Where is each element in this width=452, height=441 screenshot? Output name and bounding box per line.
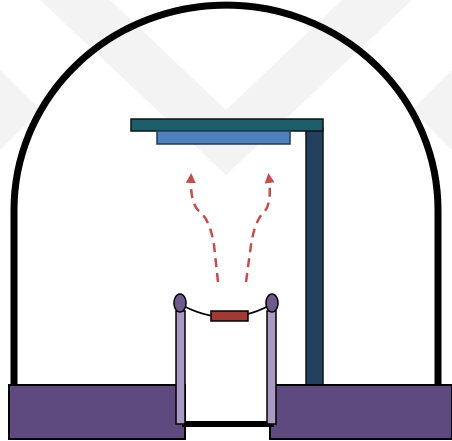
right-electrode-cap: [265, 293, 279, 313]
vacuum-chamber-dome: [10, 1, 442, 390]
substrate: [156, 130, 291, 145]
dashed-arrow-icon: [185, 173, 220, 283]
base-plate-left: [8, 384, 186, 440]
chevron-watermark-icon: [0, 0, 452, 175]
right-electrode-rod: [266, 310, 277, 425]
source-boat: [210, 310, 249, 322]
left-electrode-cap: [173, 293, 187, 313]
left-electrode-rod: [175, 310, 186, 425]
base-plate-right: [269, 384, 452, 440]
support-post: [305, 127, 324, 391]
substrate-holder-arm: [130, 118, 324, 132]
dashed-arrow-icon: [244, 173, 275, 283]
vapor-flow-arrows: [185, 173, 275, 283]
